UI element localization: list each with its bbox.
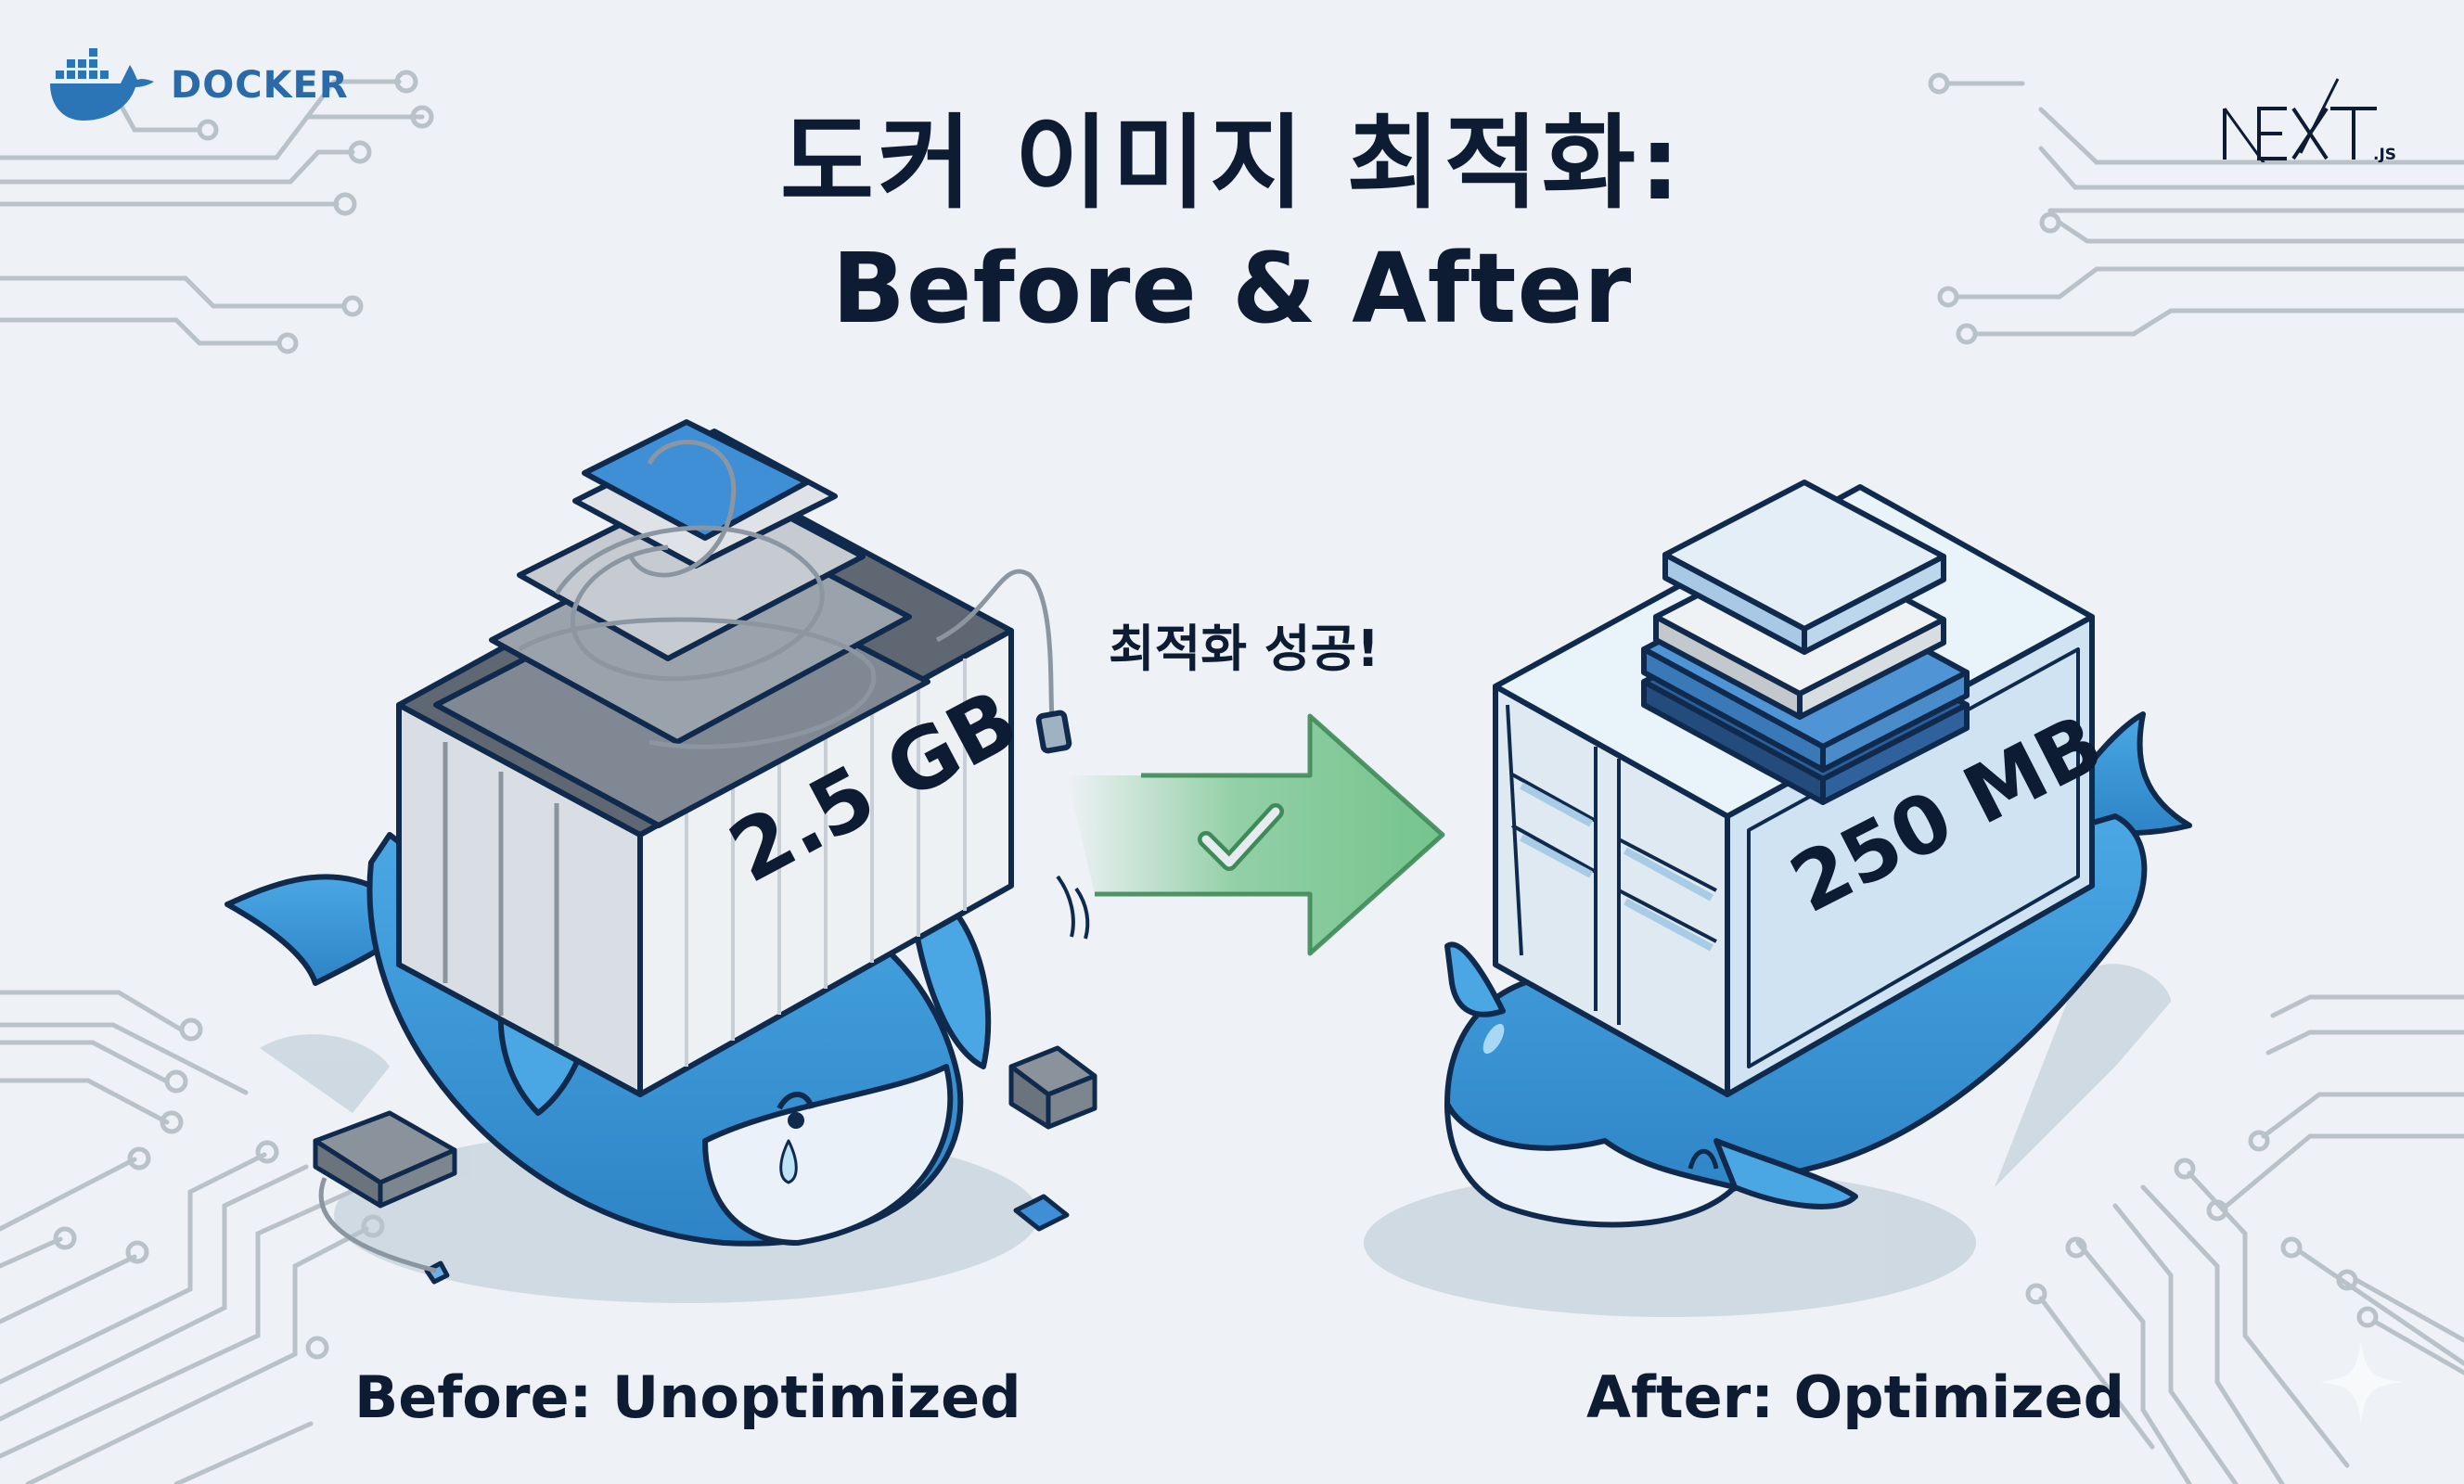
after-caption: After: Optimized bbox=[1586, 1363, 2124, 1431]
before-container bbox=[396, 419, 1072, 1097]
shake-lines-icon bbox=[1056, 875, 1090, 940]
docker-whale-icon bbox=[50, 48, 154, 121]
after-container bbox=[1493, 480, 2095, 1097]
page-title-korean: 도커 이미지 최적화: bbox=[779, 104, 1685, 223]
optimization-success-label: 최적화 성공! bbox=[1109, 620, 1380, 678]
before-caption: Before: Unoptimized bbox=[354, 1363, 1021, 1431]
scattered-drives bbox=[313, 1045, 1097, 1285]
docker-logo-text: DOCKER bbox=[171, 64, 349, 107]
sparkle-icon bbox=[2319, 1340, 2403, 1424]
nextjs-suffix: .JS bbox=[2373, 146, 2396, 162]
page-title-english: Before & After bbox=[831, 232, 1633, 345]
checkmark-icon bbox=[1198, 803, 1284, 871]
docker-logo: DOCKER bbox=[48, 48, 349, 122]
